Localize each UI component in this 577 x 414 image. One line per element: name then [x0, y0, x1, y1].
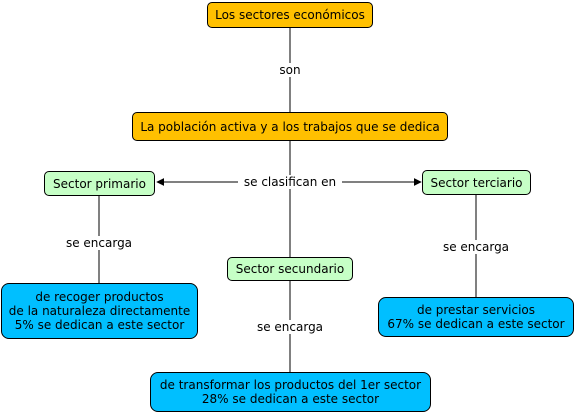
population-concept: La población activa y a los trabajos que… — [132, 112, 448, 141]
link-label-clasifican: se clasifican en — [238, 175, 342, 189]
root-concept: Los sectores económicos — [207, 2, 373, 28]
secondary-description: de transformar los productos del 1er sec… — [150, 372, 431, 412]
secondary-sector-concept: Sector secundario — [227, 257, 353, 281]
primary-description: de recoger productos de la naturaleza di… — [1, 283, 198, 339]
link-label-son: son — [276, 63, 304, 77]
primary-sector-concept: Sector primario — [44, 171, 155, 196]
tertiary-sector-concept: Sector terciario — [422, 170, 531, 195]
link-label-encarga-secondary: se encarga — [252, 320, 328, 334]
link-label-encarga-primary: se encarga — [61, 236, 137, 250]
link-label-encarga-tertiary: se encarga — [438, 240, 514, 254]
tertiary-description: de prestar servicios 67% se dedican a es… — [378, 297, 574, 337]
